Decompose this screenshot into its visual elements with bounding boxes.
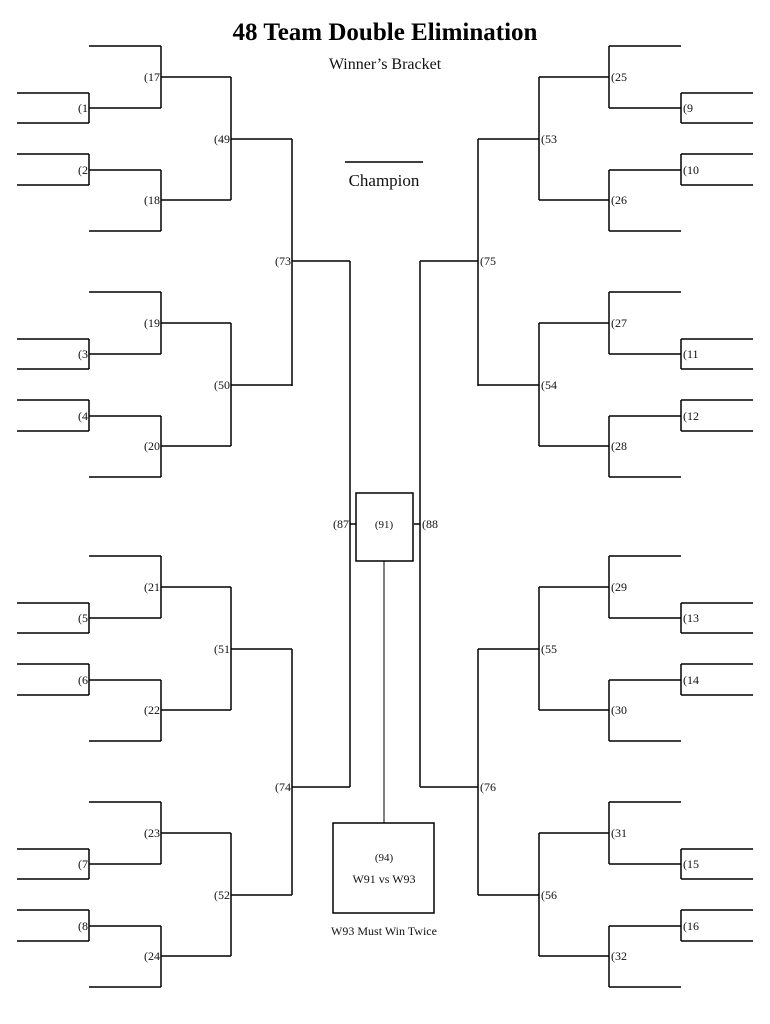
- reset-game-matchup: W91 vs W93: [352, 872, 415, 886]
- game-label: (29: [611, 580, 627, 594]
- game-label: (55: [541, 642, 557, 656]
- game-label: (22: [144, 703, 160, 717]
- game-label: (54: [541, 378, 557, 392]
- game-label: (11: [683, 347, 699, 361]
- game-label: (16: [683, 919, 699, 933]
- game-label: (12: [683, 409, 699, 423]
- bracket-subtitle: Winner’s Bracket: [329, 56, 442, 73]
- game-label: (24: [144, 949, 160, 963]
- game-label: (52: [214, 888, 230, 902]
- game-label: (27: [611, 316, 627, 330]
- game-label: (9: [683, 101, 693, 115]
- game-label: (87: [333, 517, 349, 531]
- game-label: (17: [144, 70, 160, 84]
- game-label: (50: [214, 378, 230, 392]
- game-label: (13: [683, 611, 699, 625]
- champion-label: Champion: [349, 171, 420, 190]
- game-label: (10: [683, 163, 699, 177]
- final-game-label: (91): [375, 519, 394, 531]
- reset-game-number: (94): [375, 852, 394, 864]
- game-label: (8: [78, 919, 88, 933]
- game-label: (5: [78, 611, 88, 625]
- game-label: (6: [78, 673, 88, 687]
- game-label: (31: [611, 826, 627, 840]
- game-label: (2: [78, 163, 88, 177]
- game-label: (75: [480, 254, 496, 268]
- game-label: (26: [611, 193, 627, 207]
- game-label: (51: [214, 642, 230, 656]
- game-label: (14: [683, 673, 699, 687]
- game-label: (1: [78, 101, 88, 115]
- game-label: (28: [611, 439, 627, 453]
- game-label: (21: [144, 580, 160, 594]
- game-label: (53: [541, 132, 557, 146]
- game-label: (73: [275, 254, 291, 268]
- game-label: (3: [78, 347, 88, 361]
- game-label: (74: [275, 780, 291, 794]
- game-label: (49: [214, 132, 230, 146]
- game-label: (18: [144, 193, 160, 207]
- reset-game-box: [332, 822, 435, 914]
- game-label: (15: [683, 857, 699, 871]
- game-label: (4: [78, 409, 88, 423]
- reset-game-note: W93 Must Win Twice: [331, 924, 437, 938]
- game-label: (23: [144, 826, 160, 840]
- game-label: (7: [78, 857, 88, 871]
- page-title: 48 Team Double Elimination: [233, 19, 538, 46]
- game-label: (76: [480, 780, 496, 794]
- game-label: (56: [541, 888, 557, 902]
- game-label: (88: [422, 517, 438, 531]
- game-label: (20: [144, 439, 160, 453]
- game-label: (30: [611, 703, 627, 717]
- game-label: (19: [144, 316, 160, 330]
- game-label: (25: [611, 70, 627, 84]
- game-label: (32: [611, 949, 627, 963]
